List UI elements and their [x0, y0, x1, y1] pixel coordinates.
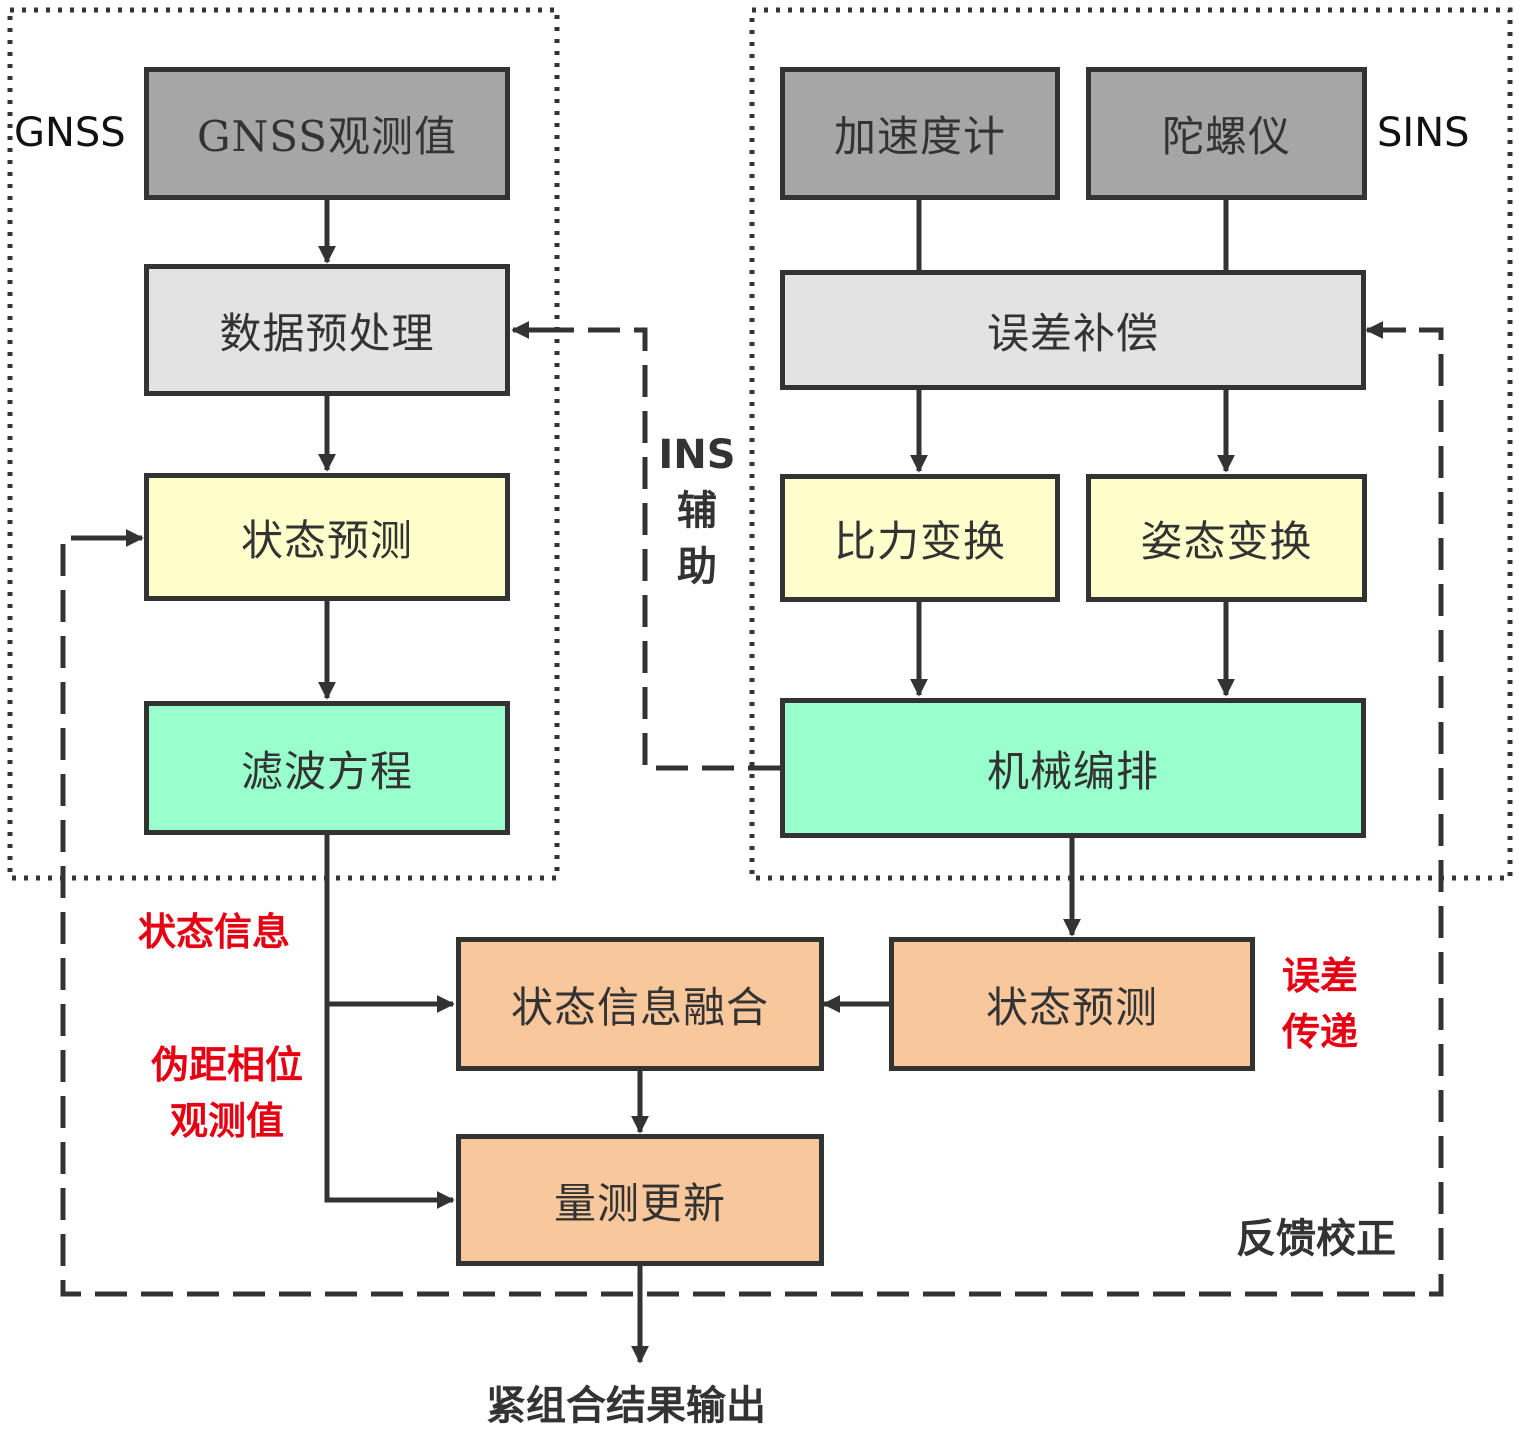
error-propagation-label-line-1: 误差: [1281, 954, 1358, 998]
specific-force-transform-box: 比力变换: [780, 474, 1060, 602]
line-filter-to-fusion: [324, 835, 455, 1013]
measurement-update-box: 量测更新: [456, 1134, 824, 1266]
line-filter-to-update: [324, 1004, 455, 1209]
error-propagation-label: 误差 传递: [1274, 948, 1366, 1060]
gnss-observations-box: GNSS观测值: [144, 67, 510, 200]
feedback-correction-label: 反馈校正: [1236, 1216, 1396, 1262]
gnss-group-label: GNSS: [14, 110, 126, 156]
attitude-transform-box: 姿态变换: [1086, 474, 1367, 602]
ins-aiding-path: [552, 327, 780, 771]
ins-aiding-label-line-3: 助: [677, 544, 717, 590]
pseudorange-phase-label: 伪距相位 观测值: [138, 1037, 316, 1149]
error-propagation-label-line-2: 传递: [1281, 1010, 1358, 1054]
sins-group-label: SINS: [1377, 110, 1470, 156]
filter-equation-box: 滤波方程: [144, 701, 510, 835]
gnss-state-prediction-box: 状态预测: [144, 473, 510, 601]
accelerometer-box: 加速度计: [780, 67, 1060, 200]
ins-aiding-label-line-1: INS: [658, 432, 736, 478]
pseudorange-phase-label-line-2: 观测值: [169, 1099, 284, 1143]
tight-coupling-output-label: 紧组合结果输出: [486, 1383, 766, 1429]
data-preprocessing-box: 数据预处理: [144, 264, 510, 396]
state-info-label: 状态信息: [138, 910, 291, 954]
pseudorange-phase-label-line-1: 伪距相位: [150, 1043, 303, 1087]
ins-aiding-label: INS 辅 助: [657, 427, 737, 595]
mechanization-box: 机械编排: [780, 698, 1366, 838]
error-compensation-box: 误差补偿: [780, 270, 1366, 390]
sins-group-frame: [749, 7, 1513, 881]
ins-aiding-label-line-2: 辅: [677, 488, 717, 534]
state-info-fusion-box: 状态信息融合: [456, 937, 824, 1071]
sins-state-prediction-box: 状态预测: [889, 937, 1255, 1071]
feedback-loop-path: [60, 327, 1444, 1297]
gyroscope-box: 陀螺仪: [1086, 67, 1367, 200]
